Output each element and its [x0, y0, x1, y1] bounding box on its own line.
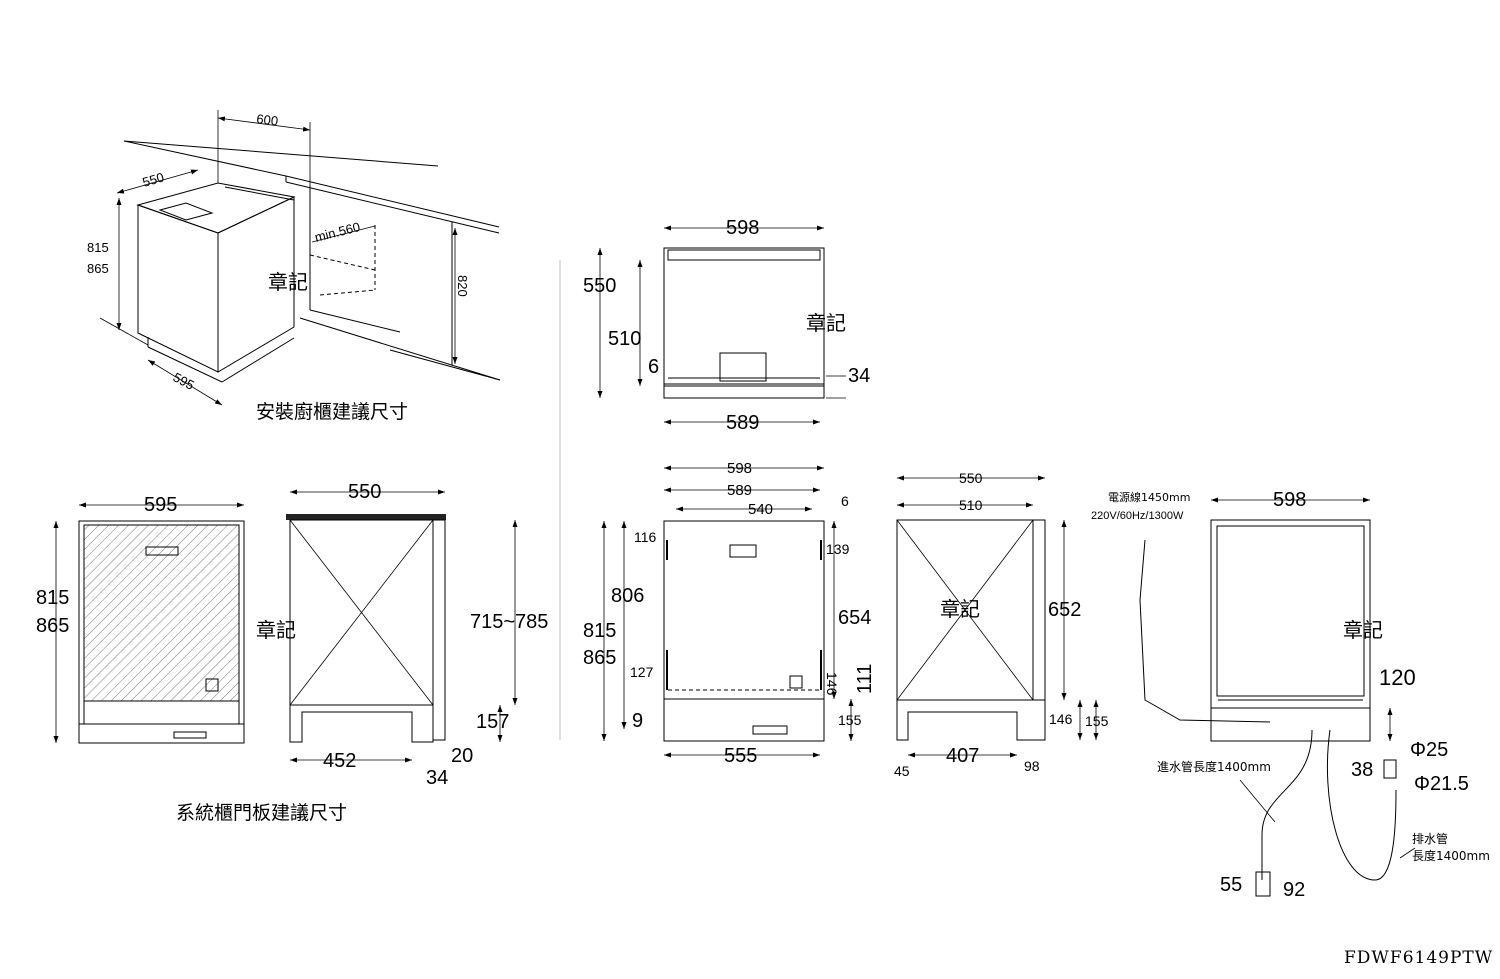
- top-offset-left: 6: [648, 356, 659, 378]
- back-inlet-hose: 進水管長度1400mm: [1157, 759, 1271, 774]
- back-w598: 598: [1273, 489, 1306, 511]
- front-h654: 654: [838, 607, 871, 629]
- side-h652: 652: [1048, 599, 1081, 621]
- top-width-outer: 598: [726, 217, 759, 239]
- iso-height-b: 865: [87, 261, 109, 276]
- front-view: [601, 465, 854, 758]
- door-panel-caption: 系統櫃門板建議尺寸: [176, 802, 347, 824]
- back-phi215: Φ21.5: [1414, 773, 1469, 795]
- front-h815: 815: [583, 620, 616, 642]
- front-h865: 865: [583, 647, 616, 669]
- front-panel-view: [53, 502, 245, 744]
- iso-width-top: 600: [256, 111, 279, 129]
- front-d6: 6: [841, 493, 849, 509]
- side-d155: 155: [1085, 713, 1109, 729]
- iso-min-depth: min.560: [313, 219, 362, 245]
- back-view: [1139, 497, 1416, 897]
- front-w540: 540: [748, 501, 773, 518]
- front-d111: 111: [854, 664, 876, 694]
- side-w407: 407: [946, 745, 979, 767]
- front-d127: 127: [630, 664, 654, 680]
- side-view: [896, 475, 1099, 758]
- back-d55: 55: [1220, 874, 1242, 896]
- side-panel-base: 157: [476, 711, 509, 733]
- side-w550: 550: [959, 470, 983, 486]
- watermark: 章記: [268, 270, 308, 294]
- back-d92: 92: [1283, 879, 1305, 901]
- install-cabinet-caption: 安裝廚櫃建議尺寸: [256, 400, 408, 423]
- back-drain-length: 長度1400mm: [1412, 848, 1490, 863]
- front-d155: 155: [838, 712, 862, 728]
- front-d116: 116: [634, 529, 657, 545]
- watermark: 章記: [806, 311, 846, 335]
- front-w555: 555: [724, 745, 757, 767]
- iso-height-a: 815: [87, 240, 109, 255]
- iso-height-right: 820: [455, 275, 470, 297]
- front-d9: 9: [632, 710, 643, 732]
- back-phi25: Φ25: [1410, 739, 1448, 761]
- iso-view: [99, 110, 501, 406]
- back-drain-label: 排水管: [1412, 831, 1448, 846]
- iso-width-bottom: 595: [171, 369, 197, 392]
- top-depth-inner: 510: [608, 328, 641, 350]
- front-d146: 146: [824, 672, 840, 696]
- front-panel-width: 595: [144, 494, 177, 516]
- side-panel-depth: 550: [348, 481, 381, 503]
- side-panel-height-range: 715~785: [470, 611, 548, 633]
- front-w598: 598: [727, 460, 752, 477]
- side-w510: 510: [959, 497, 983, 513]
- front-panel-height-b: 865: [36, 615, 69, 637]
- watermark: 章記: [1343, 618, 1383, 642]
- watermark: 章記: [256, 618, 296, 642]
- back-power-spec: 220V/60Hz/1300W: [1091, 510, 1184, 522]
- top-depth-outer: 550: [583, 275, 616, 297]
- top-width-inner: 589: [726, 412, 759, 434]
- front-h806: 806: [611, 585, 644, 607]
- top-view: [597, 225, 846, 425]
- side-d45: 45: [894, 763, 910, 779]
- side-d98: 98: [1024, 758, 1040, 774]
- back-d38: 38: [1351, 759, 1373, 781]
- watermark: 章記: [940, 597, 980, 621]
- iso-depth-side: 550: [141, 169, 166, 189]
- back-d120: 120: [1379, 665, 1416, 690]
- model-number: FDWF6149PTW: [1344, 948, 1493, 968]
- side-d146: 146: [1049, 711, 1073, 727]
- side-panel-d20: 20: [451, 745, 473, 767]
- side-panel-d34: 34: [426, 767, 448, 789]
- front-d139: 139: [826, 541, 850, 557]
- side-panel-bottom-depth: 452: [323, 750, 356, 772]
- front-w589: 589: [727, 482, 752, 499]
- side-panel-view: [286, 489, 518, 763]
- back-power-cord: 電源線1450mm: [1108, 490, 1190, 504]
- front-panel-height-a: 815: [36, 587, 69, 609]
- top-offset-right: 34: [848, 365, 870, 387]
